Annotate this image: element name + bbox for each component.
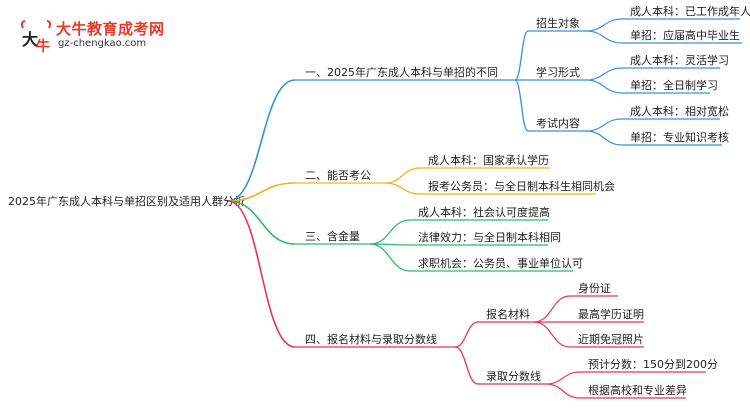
branch-connector — [227, 200, 296, 245]
leaf-label: 成人本科：相对宽松 — [630, 104, 729, 118]
subtopic-label: 招生对象 — [536, 16, 580, 30]
leaf-label: 成人本科：灵活学习 — [630, 53, 729, 67]
leaf-label: 最高学历证明 — [578, 307, 644, 321]
subtopic-connector — [384, 182, 421, 195]
subtopic-label: 成人本科：社会认可度提高 — [418, 205, 550, 219]
subtopic-label: 法律效力：与全日制本科相同 — [418, 230, 561, 244]
leaf-label: 预计分数：150分到200分 — [588, 358, 718, 371]
subtopic-label: 录取分数线 — [486, 369, 541, 383]
subtopic-label: 报考公务员：与全日制本科生相同机会 — [428, 179, 615, 193]
branch-2-label: 二、能否考公 — [305, 168, 371, 182]
subtopic-connector — [514, 79, 529, 132]
leaf-connector — [545, 371, 581, 385]
svg-text:牛: 牛 — [36, 38, 50, 54]
brand-logo: 大 牛 — [18, 18, 54, 55]
leaf-connector — [585, 67, 623, 81]
leaf-label: 单招：全日制学习 — [630, 78, 718, 92]
leaf-connector — [533, 295, 571, 323]
brand-name: 大牛教育成考网 — [56, 20, 165, 38]
subtopic-connector — [369, 219, 411, 245]
leaf-label: 身份证 — [578, 281, 611, 295]
leaf-label: 近期免冠照片 — [578, 332, 644, 346]
subtopic-label: 考试内容 — [536, 116, 580, 130]
leaf-label: 单招：专业知识考核 — [630, 130, 729, 144]
branch-4-label: 四、报名材料与录取分数线 — [305, 332, 437, 346]
subtopic-connector — [454, 346, 479, 385]
bull-logo-icon: 大 牛 — [20, 20, 52, 55]
root-topic: 2025年广东成人本科与单招区别及适用人群分析 — [8, 194, 245, 208]
leaf-label: 根据高校和专业差异 — [588, 383, 687, 397]
leaf-label: 单招：应届高中毕业生 — [630, 28, 740, 42]
branch-3-label: 三、含金量 — [305, 229, 360, 243]
leaf-connector — [585, 130, 623, 146]
subtopic-connector — [369, 243, 411, 272]
leaf-connector — [533, 321, 571, 348]
leaf-connector — [585, 118, 623, 132]
leaf-label: 成人本科：已工作成年人 — [630, 4, 750, 18]
subtopic-connector — [454, 321, 479, 348]
svg-text:大: 大 — [22, 30, 38, 49]
branch-1-label: 一、2025年广东成人本科与单招的不同 — [305, 65, 498, 79]
leaf-connector — [585, 79, 623, 94]
branch-connector — [227, 182, 296, 202]
brand-url: gz-chengkao.com — [58, 38, 147, 49]
leaf-connector — [585, 30, 623, 44]
subtopic-connector — [384, 167, 421, 184]
subtopic-connector — [514, 30, 529, 81]
leaf-connector — [585, 18, 623, 32]
subtopic-label: 学习形式 — [536, 65, 580, 79]
subtopic-label: 报名材料 — [486, 307, 530, 321]
leaf-connector — [545, 383, 581, 399]
subtopic-label: 求职机会：公务员、事业单位认可 — [418, 256, 583, 270]
branch-connector — [227, 79, 296, 202]
branch-connector — [227, 200, 296, 348]
subtopic-label: 成人本科：国家承认学历 — [428, 153, 549, 167]
